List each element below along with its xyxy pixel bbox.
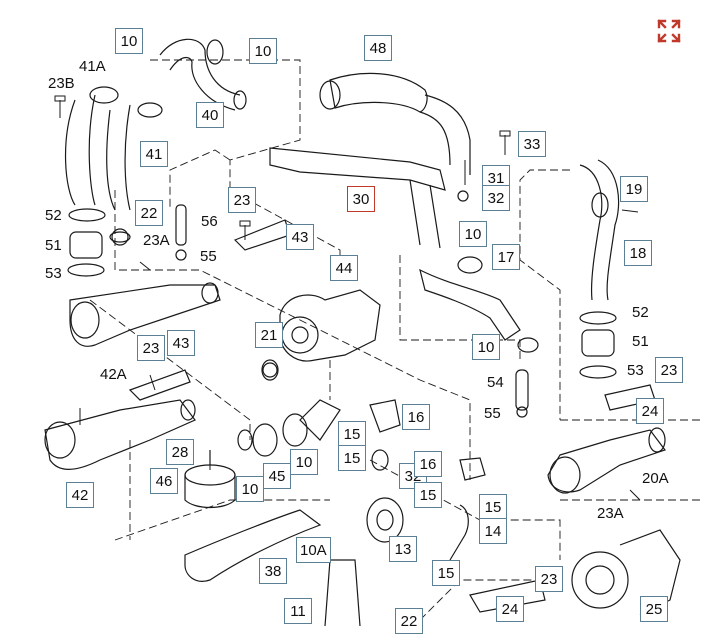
callout-label[interactable]: 45 [263, 463, 291, 489]
callout-label[interactable]: 15 [338, 421, 366, 447]
plain-label: 20A [642, 470, 669, 487]
callout-label[interactable]: 10 [459, 221, 487, 247]
callout-label[interactable]: 46 [150, 468, 178, 494]
callout-label[interactable]: 43 [167, 330, 195, 356]
callout-label[interactable]: 42 [66, 482, 94, 508]
callout-label[interactable]: 11 [284, 598, 312, 624]
callout-label[interactable]: 48 [364, 35, 392, 61]
callout-label[interactable]: 33 [518, 131, 546, 157]
plain-label: 51 [632, 333, 649, 350]
callout-label[interactable]: 13 [389, 536, 417, 562]
callout-label[interactable]: 44 [330, 255, 358, 281]
plain-label: 55 [200, 248, 217, 265]
callout-label[interactable]: 43 [286, 224, 314, 250]
callout-label-highlighted[interactable]: 30 [347, 186, 375, 212]
callout-label[interactable]: 18 [624, 240, 652, 266]
callout-label[interactable]: 15 [414, 482, 442, 508]
plain-label: 23A [597, 505, 624, 522]
callout-label[interactable]: 23 [535, 566, 563, 592]
callout-label[interactable]: 22 [395, 608, 423, 634]
callout-label[interactable]: 40 [196, 102, 224, 128]
callout-label[interactable]: 21 [255, 322, 283, 348]
callout-label[interactable]: 17 [492, 244, 520, 270]
callout-label[interactable]: 23 [228, 187, 256, 213]
plain-label: 56 [201, 213, 218, 230]
callout-label[interactable]: 15 [479, 494, 507, 520]
callout-label[interactable]: 10 [472, 334, 500, 360]
callout-label[interactable]: 10 [236, 476, 264, 502]
plain-label: 23B [48, 75, 75, 92]
callout-label[interactable]: 19 [620, 176, 648, 202]
plain-label: 52 [632, 304, 649, 321]
callout-label[interactable]: 14 [479, 518, 507, 544]
callout-label[interactable]: 38 [259, 558, 287, 584]
plain-label: 23A [143, 232, 170, 249]
callout-label[interactable]: 41 [140, 141, 168, 167]
callout-label[interactable]: 16 [414, 451, 442, 477]
callout-label[interactable]: 28 [166, 439, 194, 465]
callout-label[interactable]: 10 [115, 28, 143, 54]
plain-label: 52 [45, 207, 62, 224]
callout-label[interactable]: 24 [496, 596, 524, 622]
callout-label[interactable]: 16 [402, 404, 430, 430]
plain-label: 41A [79, 58, 106, 75]
expand-arrows-glyph [657, 19, 681, 43]
callout-label[interactable]: 24 [636, 398, 664, 424]
plain-label: 53 [627, 362, 644, 379]
callout-label[interactable]: 32 [482, 185, 510, 211]
plain-label: 54 [487, 374, 504, 391]
callout-label[interactable]: 15 [338, 445, 366, 471]
callout-label[interactable]: 22 [135, 200, 163, 226]
plain-label: 51 [45, 237, 62, 254]
callout-label[interactable]: 10 [290, 449, 318, 475]
plain-label: 55 [484, 405, 501, 422]
plain-label: 42A [100, 366, 127, 383]
callout-label[interactable]: 25 [640, 596, 668, 622]
callout-label[interactable]: 10 [249, 38, 277, 64]
callout-label[interactable]: 10A [296, 537, 331, 563]
plain-label: 53 [45, 265, 62, 282]
expand-arrows-icon[interactable] [654, 16, 684, 46]
callout-label[interactable]: 23 [137, 335, 165, 361]
callout-label[interactable]: 15 [432, 560, 460, 586]
callout-label[interactable]: 23 [655, 357, 683, 383]
